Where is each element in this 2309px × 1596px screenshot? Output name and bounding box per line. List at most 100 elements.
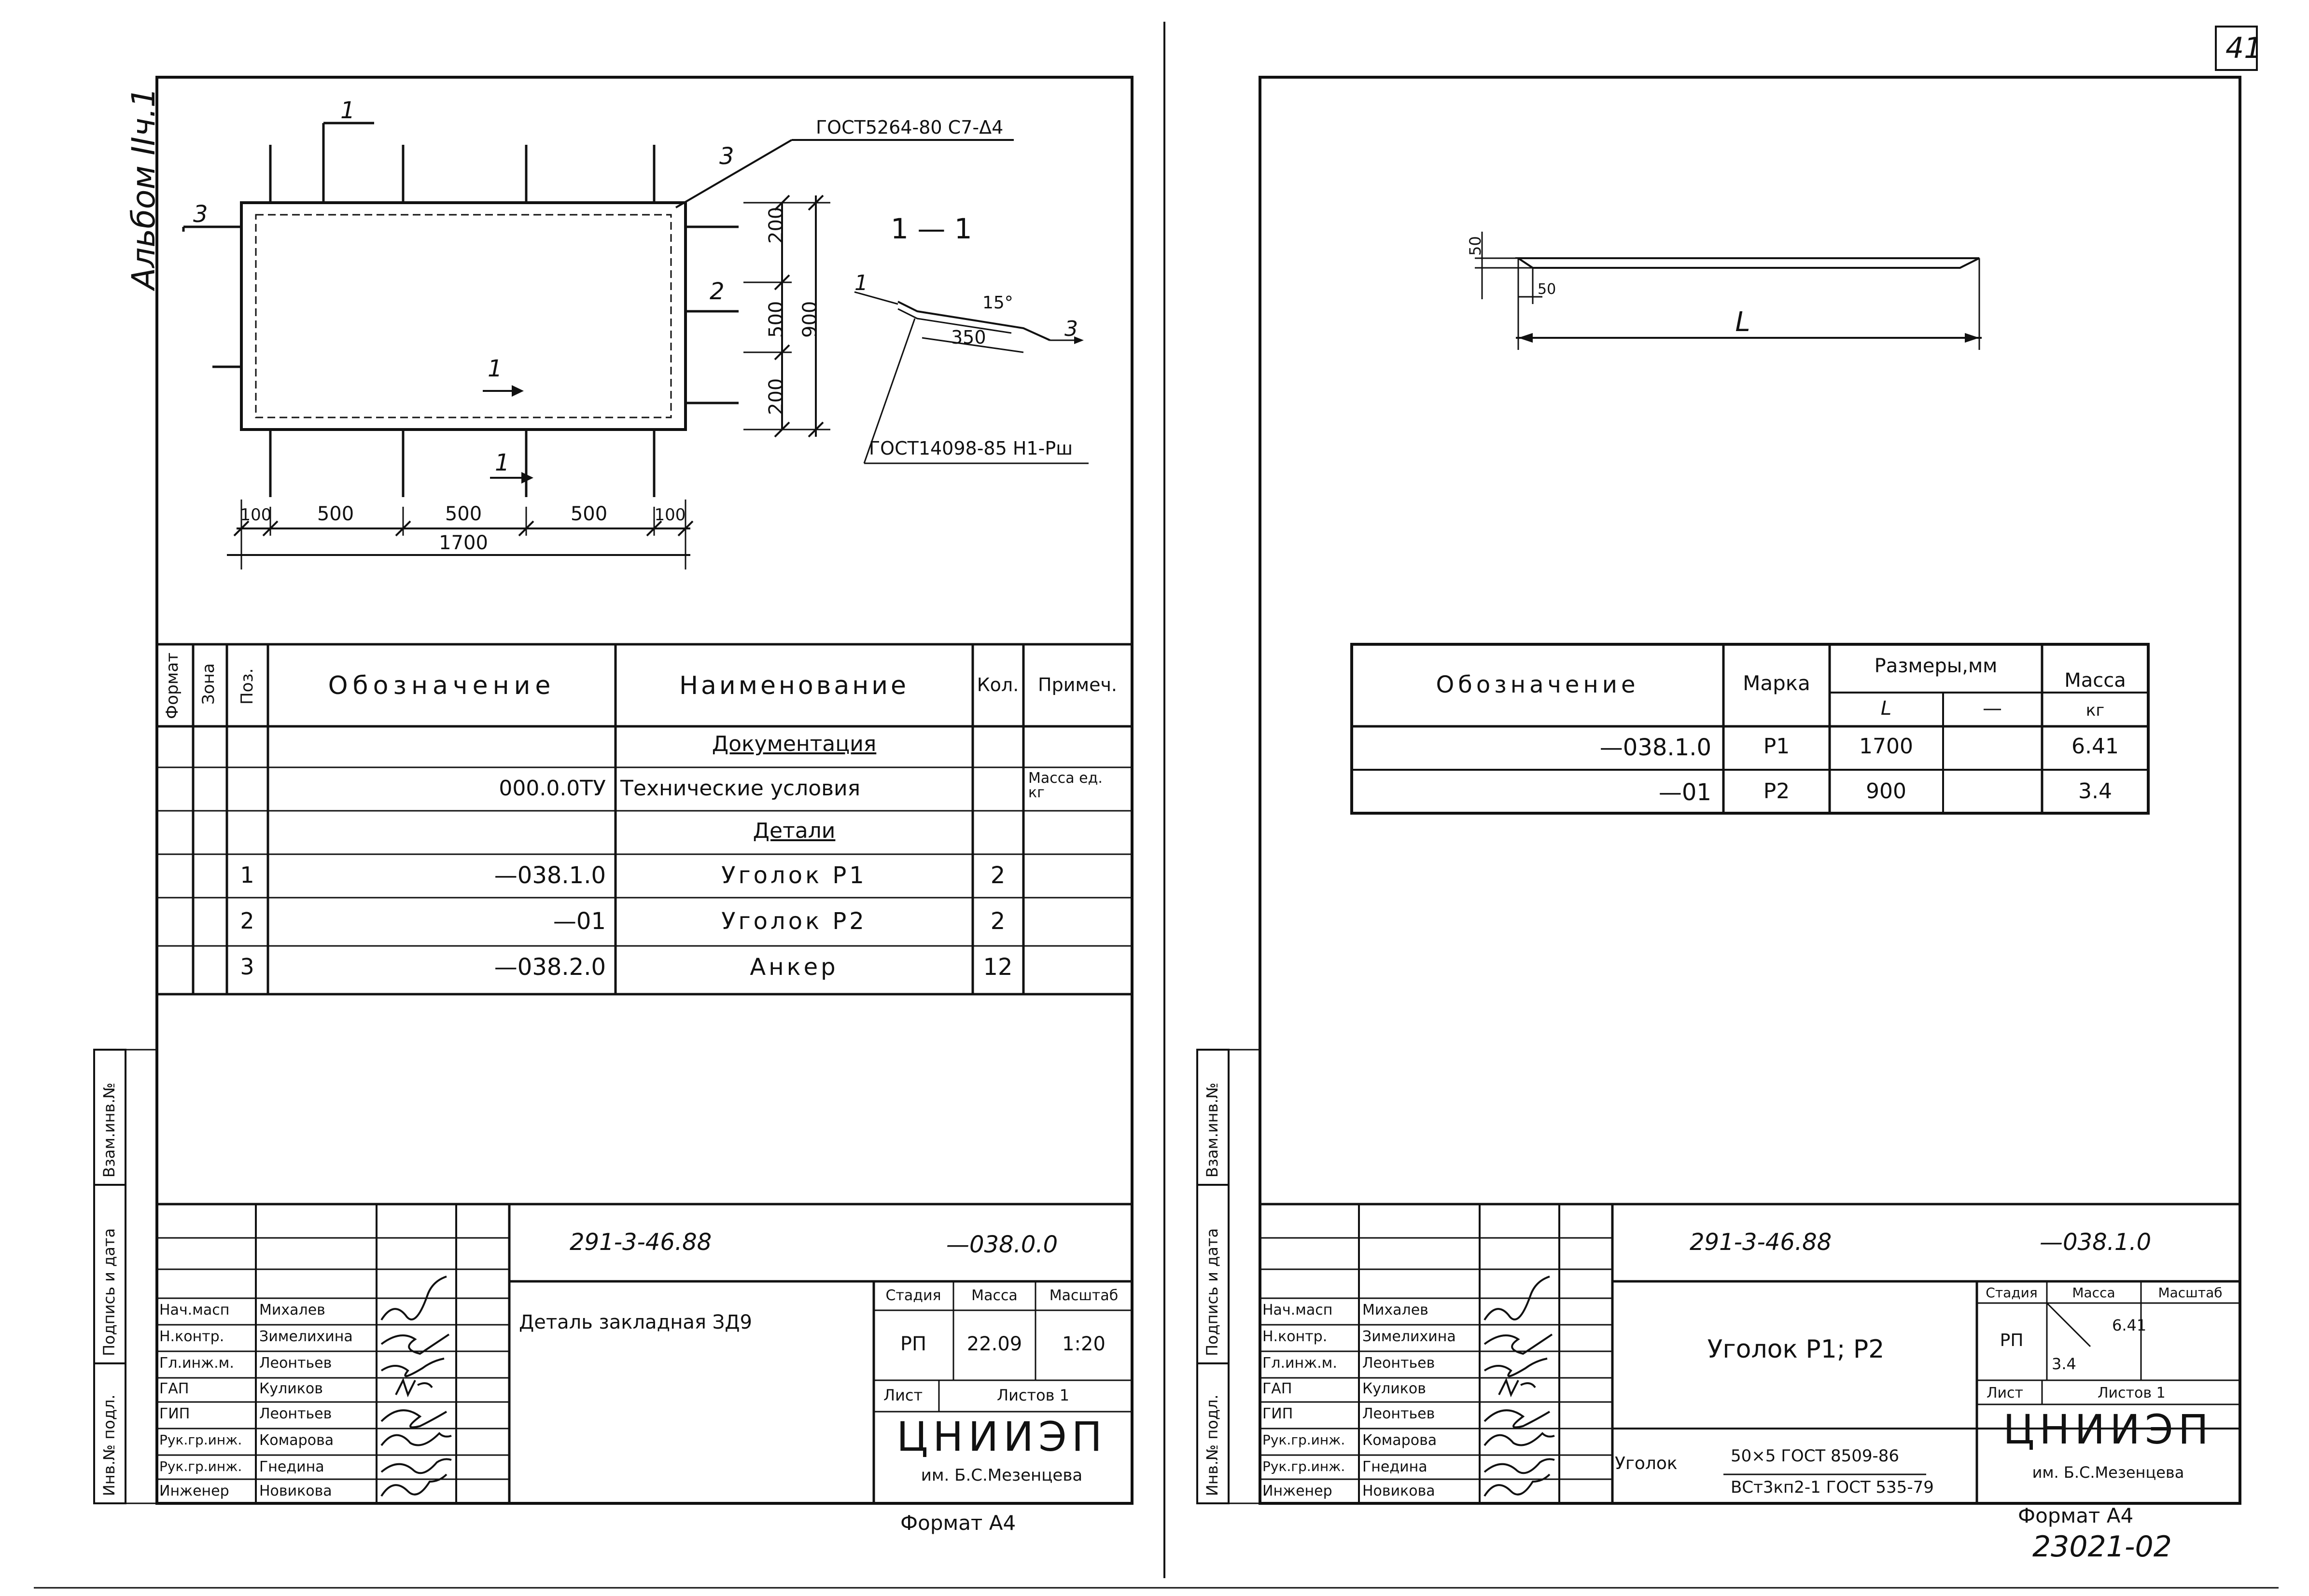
person-name-left-5: Леонтьев bbox=[259, 1405, 332, 1422]
title-block-title: Деталь закладная ЗД9 bbox=[519, 1311, 752, 1333]
person-role-left-6: Рук.гр.инж. bbox=[159, 1432, 242, 1448]
side-stamp-signature-right: Подпись и дата bbox=[1203, 1228, 1221, 1356]
person-name-left-7: Гнедина bbox=[259, 1458, 324, 1475]
dim-v-200-top: 200 bbox=[765, 207, 787, 244]
person-role-right-7: Рук.гр.инж. bbox=[1262, 1458, 1345, 1474]
right-title-block-mass-label: Масса bbox=[2072, 1285, 2115, 1301]
right-table-row-1-mark: Р1 bbox=[1763, 734, 1790, 759]
person-role-right-2: Н.контр. bbox=[1262, 1328, 1328, 1345]
person-role-right-3: Гл.инж.м. bbox=[1262, 1355, 1337, 1372]
dim-h-100-left: 100 bbox=[240, 505, 272, 525]
person-role-right-8: Инженер bbox=[1262, 1483, 1332, 1499]
right-title-block-mass-a: 6.41 bbox=[2112, 1316, 2147, 1334]
spec-row-2-name: Технические условия bbox=[620, 776, 861, 801]
right-table-row-1-len: 1700 bbox=[1859, 734, 1913, 759]
right-title-block-mass-b: 3.4 bbox=[2052, 1355, 2076, 1373]
right-table-row-2-mass: 3.4 bbox=[2078, 779, 2112, 804]
person-name-left-1: Михалев bbox=[259, 1302, 325, 1318]
dim-h-500-a: 500 bbox=[317, 503, 354, 525]
person-name-left-6: Комарова bbox=[259, 1432, 334, 1449]
title-block-mass: 22.09 bbox=[966, 1333, 1022, 1355]
dim-v-900: 900 bbox=[799, 301, 821, 338]
right-title-block-doc-number: —038.1.0 bbox=[2040, 1229, 2152, 1256]
dim-h-500-c: 500 bbox=[570, 503, 608, 525]
spec-row-6-designation: —038.2.0 bbox=[494, 954, 606, 981]
title-block-scale-label: Масштаб bbox=[1049, 1287, 1119, 1304]
right-table-header-dims: Размеры,мм bbox=[1874, 655, 1998, 677]
spec-row-6-pos: 3 bbox=[240, 954, 254, 980]
dim-h-100-right: 100 bbox=[654, 505, 686, 525]
spec-header-pos: Поз. bbox=[238, 668, 257, 705]
right-title-block-material-prefix: Уголок bbox=[1615, 1454, 1678, 1473]
right-table-row-2-designation: —01 bbox=[1658, 779, 1711, 806]
footer-code: 23021-02 bbox=[2032, 1530, 2172, 1564]
right-table-row-1-mass: 6.41 bbox=[2071, 734, 2119, 759]
person-role-left-8: Инженер bbox=[159, 1483, 229, 1499]
right-table-header-mark: Марка bbox=[1743, 671, 1810, 695]
spec-row-3-name: Детали bbox=[753, 819, 836, 843]
callout-section-mark-bottom: 1 bbox=[495, 449, 510, 476]
person-role-left-2: Н.контр. bbox=[159, 1328, 224, 1345]
format-label-right: Формат А4 bbox=[2018, 1504, 2134, 1527]
dim-h-500-b: 500 bbox=[445, 503, 482, 525]
spec-row-4-qty: 2 bbox=[990, 862, 1006, 889]
right-dim-small-v: 50 bbox=[1466, 236, 1484, 256]
spec-row-5-name: Уголок Р2 bbox=[721, 908, 867, 935]
right-title-block-material-top: 50×5 ГОСТ 8509-86 bbox=[1731, 1446, 1900, 1466]
side-stamp-signature-left: Подпись и дата bbox=[100, 1228, 118, 1356]
side-stamp-replace-right: Взам.инв.№ bbox=[1203, 1083, 1221, 1178]
spec-row-5-designation: —01 bbox=[553, 908, 606, 935]
right-table-row-2-len: 900 bbox=[1866, 779, 1906, 804]
person-role-right-4: ГАП bbox=[1262, 1380, 1292, 1397]
right-title-block-stage-label: Стадия bbox=[1986, 1285, 2038, 1301]
side-stamp-inv-left: Инв.№ подл. bbox=[100, 1394, 118, 1496]
person-name-left-2: Зимелихина bbox=[259, 1328, 353, 1345]
right-table-header-dash: — bbox=[1983, 697, 2002, 720]
person-name-right-5: Леонтьев bbox=[1362, 1405, 1435, 1422]
person-role-left-5: ГИП bbox=[159, 1405, 190, 1422]
right-title-block-title: Уголок Р1; Р2 bbox=[1707, 1335, 1885, 1364]
dim-total-1700: 1700 bbox=[439, 532, 488, 554]
right-title-block-material-bottom: ВСт3кп2-1 ГОСТ 535-79 bbox=[1731, 1478, 1934, 1497]
person-role-right-6: Рук.гр.инж. bbox=[1262, 1432, 1345, 1448]
dim-v-500: 500 bbox=[765, 301, 787, 338]
title-block-doc-number: —038.0.0 bbox=[946, 1231, 1058, 1258]
title-block-mass-label: Масса bbox=[971, 1287, 1018, 1304]
right-dim-small-h: 50 bbox=[1538, 281, 1556, 298]
right-title-block-sheet-label: Лист bbox=[1987, 1385, 2024, 1402]
right-title-block-sheets-label: Листов 1 bbox=[2098, 1385, 2166, 1402]
person-role-right-5: ГИП bbox=[1262, 1405, 1293, 1422]
spec-row-5-qty: 2 bbox=[990, 908, 1006, 935]
person-name-left-8: Новикова bbox=[259, 1483, 332, 1499]
section-title: 1 — 1 bbox=[891, 212, 972, 245]
title-block-project: 291-3-46.88 bbox=[570, 1229, 712, 1256]
title-block-org-sub: им. Б.С.Мезенцева bbox=[921, 1466, 1083, 1485]
right-table-header-unit: кг bbox=[2085, 701, 2105, 720]
person-role-left-7: Рук.гр.инж. bbox=[159, 1458, 242, 1474]
weld-label-top: ГОСТ5264-80 С7-Δ4 bbox=[816, 117, 1004, 138]
right-title-block-org-sub: им. Б.С.Мезенцева bbox=[2032, 1463, 2184, 1482]
spec-header-note: Примеч. bbox=[1038, 674, 1117, 695]
person-name-right-8: Новикова bbox=[1362, 1483, 1435, 1499]
callout-section-mark-top: 1 bbox=[340, 97, 355, 124]
spec-row-2-designation: 000.0.0ТУ bbox=[499, 776, 606, 801]
title-block-sheets-label: Листов 1 bbox=[997, 1386, 1070, 1404]
spec-header-format: Формат bbox=[163, 652, 182, 719]
title-block-org: ЦНИИЭП bbox=[896, 1413, 1107, 1460]
callout-section-pos-1: 1 bbox=[854, 271, 868, 295]
page-number: 41 bbox=[2225, 31, 2263, 65]
spec-row-6-name: Анкер bbox=[750, 954, 839, 981]
format-label-left: Формат А4 bbox=[900, 1511, 1016, 1535]
person-role-left-3: Гл.инж.м. bbox=[159, 1355, 234, 1372]
person-name-right-3: Леонтьев bbox=[1362, 1355, 1435, 1372]
right-table-row-2-mark: Р2 bbox=[1763, 779, 1790, 804]
weld-label-bottom: ГОСТ14098-85 Н1-Рш bbox=[869, 438, 1073, 459]
right-title-block-org: ЦНИИЭП bbox=[2003, 1406, 2213, 1453]
spec-header-designation: Обозначение bbox=[328, 671, 556, 700]
dim-v-200-bottom: 200 bbox=[765, 378, 787, 415]
spec-row-5-pos: 2 bbox=[240, 908, 254, 934]
person-name-right-6: Комарова bbox=[1362, 1432, 1437, 1449]
spec-header-zone: Зона bbox=[199, 663, 218, 705]
